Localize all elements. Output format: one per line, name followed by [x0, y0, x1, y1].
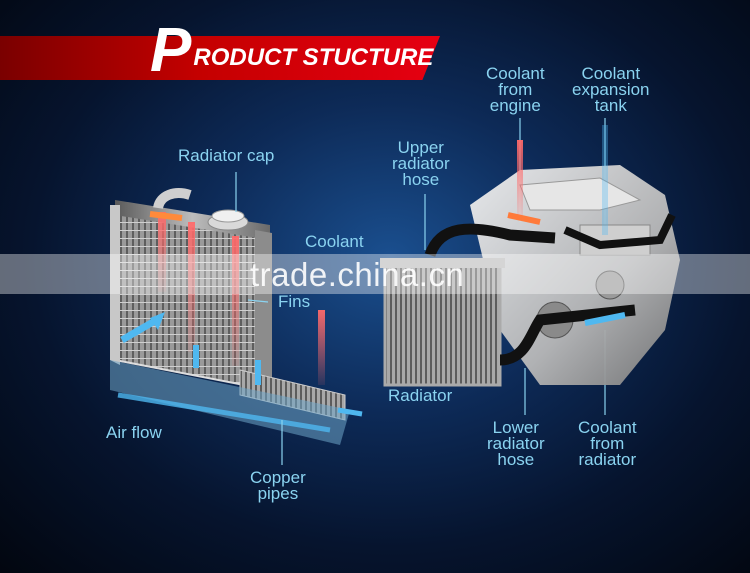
- label-coolant-from-radiator: Coolant from radiator: [578, 420, 637, 468]
- label-coolant: Coolant: [305, 234, 364, 250]
- label-coolant-from-engine: Coolant from engine: [486, 66, 545, 114]
- label-fins: Fins: [278, 294, 310, 310]
- label-radiator: Radiator: [388, 388, 452, 404]
- label-air-flow: Air flow: [106, 425, 162, 441]
- label-lower-radiator-hose: Lower radiator hose: [487, 420, 545, 468]
- label-copper-pipes: Copper pipes: [250, 470, 306, 502]
- watermark-text: trade.china.cn: [250, 256, 464, 294]
- radiator-cutaway: [110, 193, 362, 445]
- label-radiator-cap: Radiator cap: [178, 148, 274, 164]
- label-coolant-expansion-tank: Coolant expansion tank: [572, 66, 650, 114]
- label-upper-radiator-hose: Upper radiator hose: [392, 140, 450, 188]
